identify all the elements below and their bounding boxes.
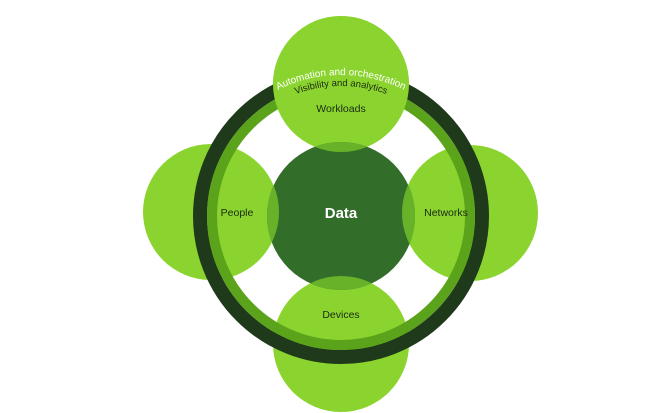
pillar-label-bottom: Devices [322,309,359,321]
pillar-label-right: Networks [424,207,468,219]
core-circle [267,142,415,290]
pillar-label-left: People [221,207,254,219]
pillar-layer [273,16,409,152]
pillar-label-top: Workloads [316,103,365,115]
core-label: Data [325,205,358,222]
